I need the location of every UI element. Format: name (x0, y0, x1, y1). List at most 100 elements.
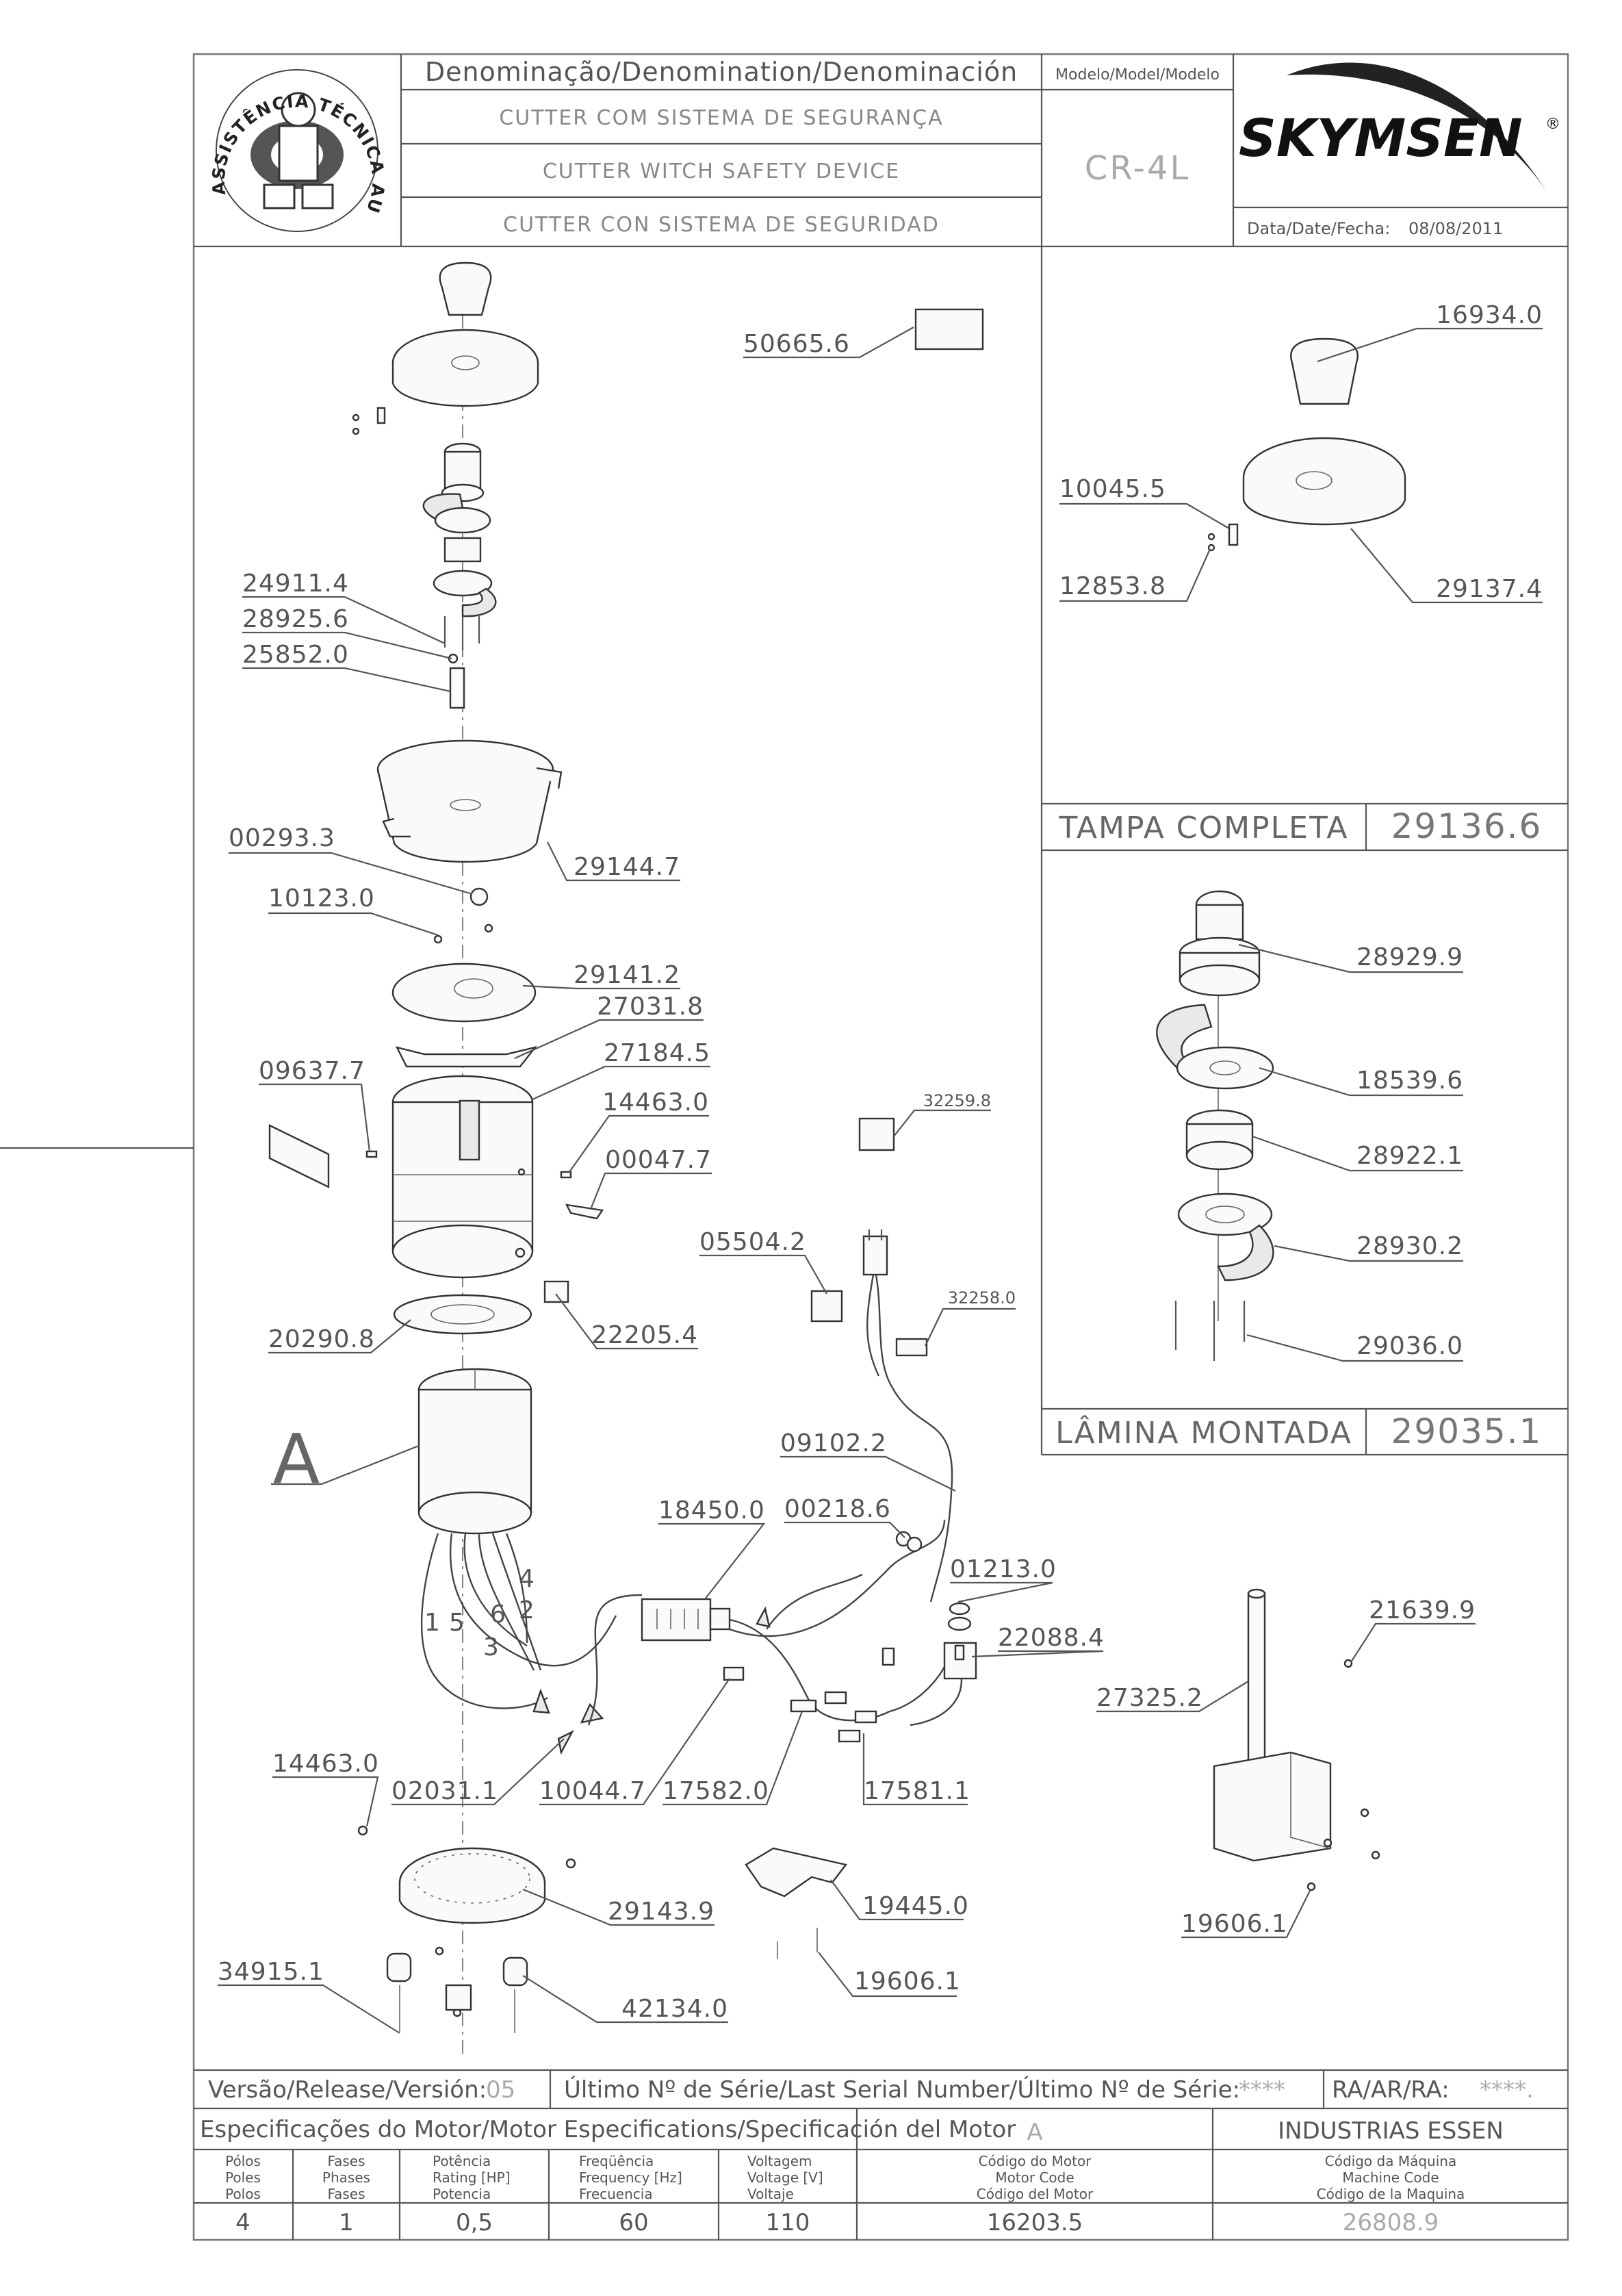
svg-text:Phases: Phases (322, 2169, 370, 2186)
motor-code-header: Código do Motor Motor Code Código del Mo… (977, 2153, 1094, 2202)
callout-10123: 10123.0 (268, 884, 375, 913)
svg-text:Potencia: Potencia (433, 2186, 491, 2202)
version-value: 05 (486, 2076, 515, 2104)
date-label: Data/Date/Fecha: (1247, 219, 1390, 238)
callout-09102: 09102.2 (780, 1429, 887, 1457)
callout-42134: 42134.0 (621, 1995, 728, 2023)
wire-number-5: 5 (449, 1609, 465, 1637)
date-value: 08/08/2011 (1408, 219, 1503, 238)
callout-18450: 18450.0 (658, 1496, 765, 1525)
callout-24911: 24911.4 (242, 570, 349, 598)
callout-29137: 29137.4 (1436, 575, 1543, 603)
wire-number-1: 1 (424, 1609, 441, 1637)
model-label: Modelo/Model/Modelo (1055, 66, 1220, 84)
callout-00293: 00293.3 (229, 824, 335, 852)
machine-code-header: Código da Máquina Machine Code Código de… (1317, 2153, 1465, 2202)
svg-text:Freqüência: Freqüência (579, 2153, 654, 2169)
blade-inset: 28929.9 18539.6 28922.1 28930.2 29036.0 (1156, 890, 1463, 1362)
svg-text:Motor Code: Motor Code (995, 2169, 1074, 2186)
outer-frame (192, 53, 1569, 2241)
callout-18539: 18539.6 (1356, 1067, 1463, 1095)
wire-number-4: 4 (519, 1565, 535, 1593)
callout-28925: 28925.6 (242, 605, 349, 633)
callout-22205: 22205.4 (591, 1321, 698, 1349)
callout-21639: 21639.9 (1369, 1596, 1476, 1624)
skymsen-logo: SKYMSEN ® (1239, 62, 1560, 192)
blade-assembly-code: 29035.1 (1391, 1412, 1543, 1451)
brand-name: SKYMSEN (1239, 107, 1523, 168)
motor-label-large: A (273, 1419, 320, 1499)
callout-17581: 17581.1 (864, 1777, 970, 1805)
svg-text:Frecuencia: Frecuencia (579, 2186, 653, 2202)
callout-27031: 27031.8 (597, 993, 704, 1021)
blade-assembly-title: LÂMINA MONTADA (1055, 1414, 1352, 1451)
lid-assembly-title: TAMPA COMPLETA (1058, 811, 1348, 845)
machine-code-value: 26808.9 (1343, 2209, 1439, 2236)
callout-02031: 02031.1 (391, 1777, 498, 1805)
serial-value: **** (1239, 2076, 1285, 2104)
callout-32258: 32258.0 (948, 1288, 1016, 1308)
callout-19445: 19445.0 (862, 1892, 969, 1920)
svg-text:Código do Motor: Código do Motor (979, 2153, 1092, 2169)
callout-28930: 28930.2 (1356, 1232, 1463, 1260)
callout-20290: 20290.8 (268, 1325, 375, 1353)
callout-00047: 00047.7 (605, 1146, 712, 1174)
lid-assembly-code: 29136.6 (1391, 806, 1543, 846)
svg-text:Fases: Fases (327, 2186, 365, 2202)
svg-text:Fases: Fases (327, 2153, 365, 2169)
callout-14463-a: 14463.0 (602, 1088, 709, 1117)
callout-00218: 00218.6 (784, 1495, 891, 1523)
power-value: 0,5 (456, 2209, 493, 2236)
ra-label: RA/AR/RA: (1332, 2076, 1450, 2104)
motor-code-value: 16203.5 (987, 2209, 1083, 2236)
frequency-header: Freqüência Frequency [Hz] Frecuencia (579, 2153, 682, 2202)
poles-header: Pólos Poles Polos (225, 2153, 261, 2202)
description-es: CUTTER CON SISTEMA DE SEGURIDAD (503, 213, 940, 237)
lid-inset: 16934.0 10045.5 12853.8 29137.4 (1059, 301, 1543, 604)
callout-29144: 29144.7 (574, 853, 680, 881)
callout-09637: 09637.7 (259, 1057, 365, 1085)
wire-number-6: 6 (490, 1600, 506, 1629)
motor-spec-label: Especificações do Motor/Motor Especifica… (200, 2116, 1016, 2143)
svg-text:Voltaje: Voltaje (747, 2186, 794, 2202)
denomination-label: Denominação/Denomination/Denominación (425, 57, 1018, 87)
callout-14463-b: 14463.0 (272, 1750, 379, 1778)
voltage-header: Voltagem Voltage [V] Voltaje (747, 2153, 823, 2202)
callout-28922: 28922.1 (1356, 1142, 1463, 1170)
svg-text:Código da Máquina: Código da Máquina (1325, 2153, 1456, 2169)
callout-28929: 28929.9 (1356, 943, 1463, 971)
callout-27184: 27184.5 (604, 1039, 710, 1067)
callout-19606-b: 19606.1 (1181, 1910, 1288, 1938)
callout-16934: 16934.0 (1436, 301, 1543, 329)
description-en: CUTTER WITCH SAFETY DEVICE (543, 160, 900, 183)
callout-10044: 10044.7 (539, 1777, 646, 1805)
svg-text:Código del Motor: Código del Motor (977, 2186, 1094, 2202)
callout-29141: 29141.2 (574, 961, 680, 989)
ra-value: ****. (1480, 2076, 1534, 2104)
svg-text:Frequency [Hz]: Frequency [Hz] (579, 2169, 682, 2186)
callout-29036: 29036.0 (1356, 1332, 1463, 1360)
serial-label: Último Nº de Série/Last Serial Number/Úl… (564, 2076, 1240, 2104)
wire-number-2: 2 (519, 1596, 535, 1624)
svg-text:Rating [HP]: Rating [HP] (433, 2169, 511, 2186)
svg-text:Polos: Polos (225, 2186, 261, 2202)
footer-table: Versão/Release/Versión: 05 Último Nº de … (194, 2069, 1568, 2240)
callout-50665: 50665.6 (743, 330, 850, 358)
svg-text:Voltagem: Voltagem (747, 2153, 812, 2169)
callouts: 50665.6 24911.4 28925.6 25852.0 00293.3 … (218, 327, 1476, 2034)
callout-32259: 32259.8 (923, 1091, 991, 1110)
phases-header: Fases Phases Fases (322, 2153, 370, 2202)
callout-25852: 25852.0 (242, 641, 349, 669)
power-header: Potência Rating [HP] Potencia (433, 2153, 511, 2202)
svg-text:Código de la Maquina: Código de la Maquina (1317, 2186, 1465, 2202)
model-value: CR-4L (1085, 149, 1191, 188)
exploded-view: A 1 5 6 3 2 4 (268, 262, 1380, 2054)
poles-value: 4 (235, 2209, 250, 2236)
callout-12853: 12853.8 (1059, 572, 1166, 600)
svg-text:Voltage [V]: Voltage [V] (747, 2169, 823, 2186)
voltage-value: 110 (766, 2209, 810, 2236)
svg-text:Machine Code: Machine Code (1342, 2169, 1439, 2186)
wire-number-3: 3 (483, 1633, 500, 1661)
version-label: Versão/Release/Versión: (208, 2076, 487, 2104)
